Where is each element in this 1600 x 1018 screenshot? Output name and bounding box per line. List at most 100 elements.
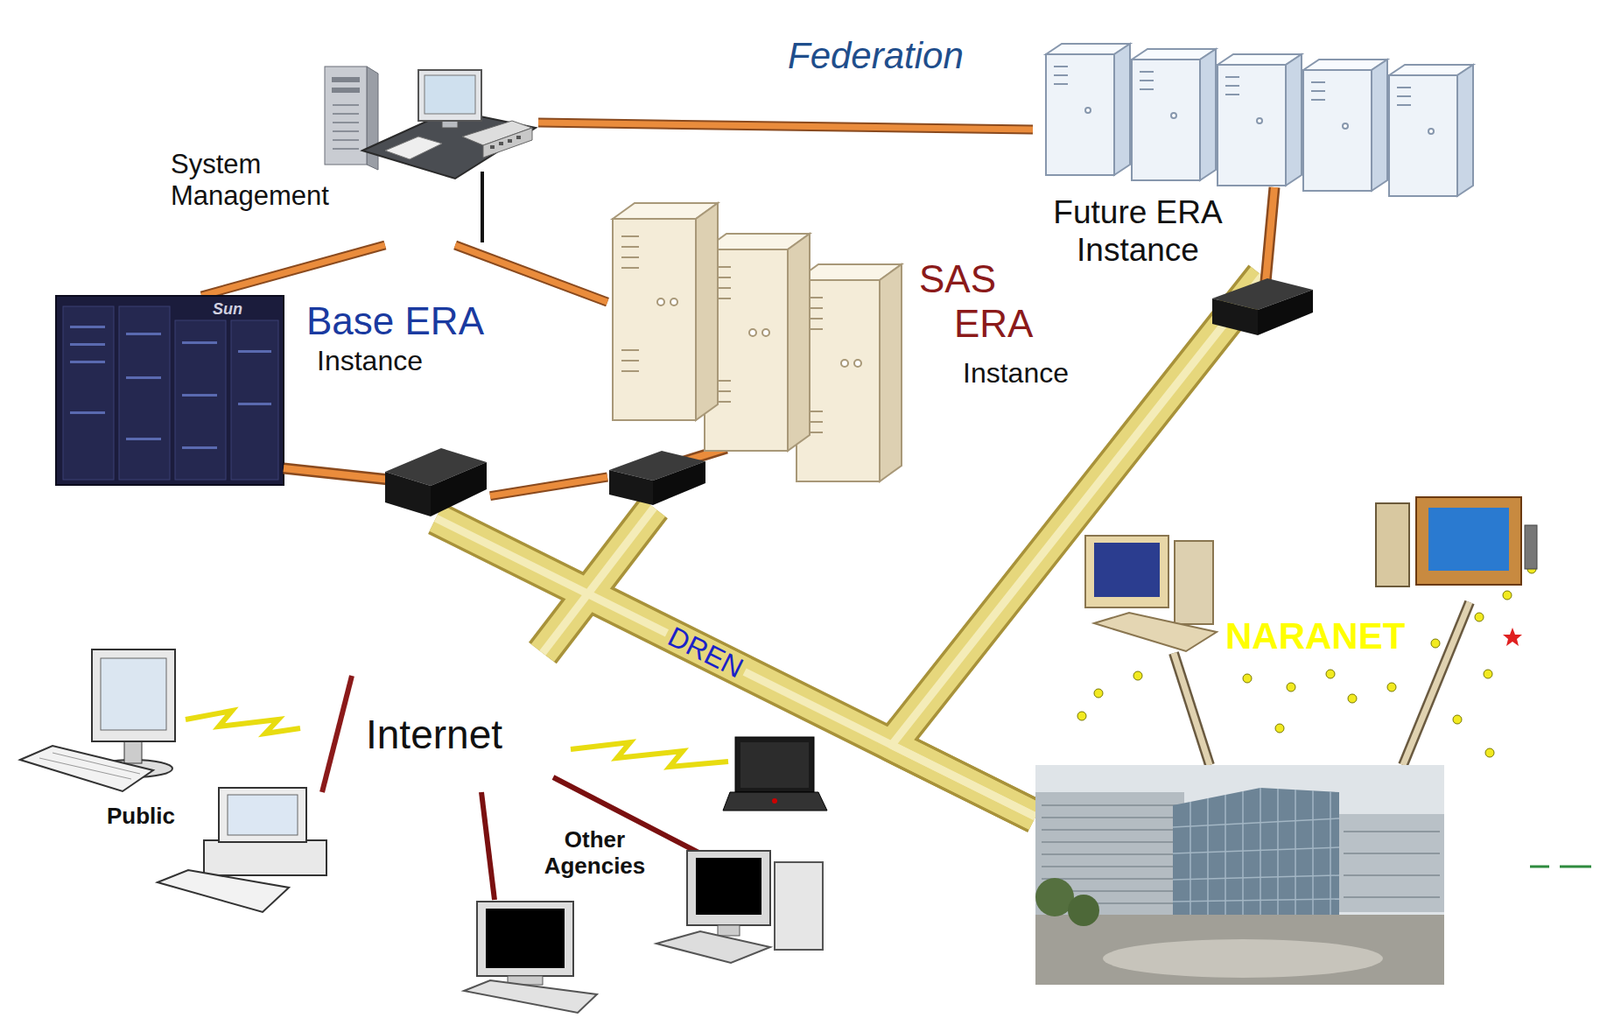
server-rack	[182, 393, 218, 397]
headquarters-building	[1172, 847, 1340, 854]
instance-subtitle: Instance	[316, 344, 423, 378]
router-box	[1212, 298, 1258, 336]
headquarters-building	[1041, 877, 1182, 880]
site-dot	[1474, 612, 1484, 622]
server-cabinet	[1045, 54, 1115, 176]
server-cabinet	[1217, 64, 1286, 186]
agency-desktop	[774, 862, 823, 950]
cable-link	[455, 245, 608, 302]
internet-cloud: Internet	[295, 652, 572, 817]
group-label: Other Agencies	[535, 827, 654, 880]
headquarters-building	[1172, 898, 1340, 902]
server-cabinet	[1303, 70, 1372, 191]
workstation-icon	[332, 130, 359, 133]
server-rack	[238, 350, 272, 353]
workstation-icon	[324, 66, 536, 243]
workstation-icon	[324, 66, 367, 165]
server-cabinet	[621, 349, 639, 351]
headquarters-building	[1312, 790, 1314, 916]
headquarters-building	[1067, 894, 1100, 927]
federation-outline	[41, 4, 1551, 603]
cable-link	[1265, 187, 1275, 282]
us-map-outline	[1517, 503, 1523, 876]
cable-link	[201, 245, 386, 296]
site-dot	[1502, 590, 1512, 600]
headquarters-building	[1277, 788, 1279, 917]
headquarters-building	[1339, 814, 1445, 913]
network-tube	[891, 275, 1264, 817]
agency-laptop	[740, 742, 809, 788]
public-desktop	[218, 787, 307, 843]
site-computer	[1094, 542, 1160, 597]
server-rack	[70, 325, 106, 329]
headquarters-building	[1035, 764, 1445, 985]
headquarters-building	[1294, 789, 1297, 916]
agency-terminal	[485, 908, 565, 969]
router-box	[385, 278, 1313, 517]
decor-dash	[1529, 865, 1550, 869]
server-cabinet	[841, 359, 849, 367]
agency-desktop	[656, 850, 823, 963]
us-map-outline	[1037, 682, 1589, 688]
workstation-icon	[331, 77, 360, 83]
server-cabinet	[1171, 112, 1177, 119]
network-name: NARANET	[1225, 615, 1405, 658]
server-cabinet	[1085, 107, 1091, 113]
headquarters-building	[1035, 914, 1445, 985]
group-label: Public	[106, 803, 176, 830]
site-dot	[1452, 715, 1462, 724]
server-rack	[63, 306, 114, 480]
decor-dash	[1529, 865, 1592, 869]
cloud-label: Internet	[365, 711, 503, 758]
agency-laptop	[735, 736, 815, 793]
public-monitor	[124, 740, 142, 764]
workstation-icon	[332, 121, 359, 124]
us-map-outline	[1097, 503, 1103, 876]
us-map-outline	[1216, 503, 1224, 876]
public-monitor	[100, 658, 167, 730]
server-cabinet	[1256, 118, 1263, 124]
router-box	[1257, 289, 1313, 336]
us-map-outline	[1037, 761, 1589, 767]
headquarters-building	[1041, 804, 1182, 807]
instance-title: SAS ERA	[919, 257, 1046, 346]
server-cabinet	[670, 298, 678, 306]
agency-terminal	[477, 901, 574, 976]
future-era-instance: Future ERA Instance	[1032, 42, 1480, 276]
server-rack	[56, 295, 284, 485]
server-rack	[126, 332, 162, 336]
workstation-icon	[480, 171, 485, 243]
site-computer	[1085, 535, 1169, 608]
us-map-outline	[1342, 503, 1348, 876]
site-dot	[1485, 748, 1495, 758]
workstation-icon	[424, 75, 476, 114]
headquarters-building	[1343, 830, 1440, 833]
headquarters-building	[1224, 794, 1227, 918]
headquarters-building	[1172, 787, 1340, 919]
us-map-outline	[1037, 801, 1589, 806]
server-cabinet	[1396, 95, 1411, 98]
public-desktop	[227, 794, 298, 836]
headquarters-building	[1041, 865, 1182, 868]
server-cabinet	[1053, 83, 1068, 85]
router-box	[652, 461, 706, 506]
cable-link	[1265, 187, 1275, 282]
server-cabinet	[854, 359, 862, 367]
agency-desktop	[717, 925, 740, 936]
headquarters-building	[1329, 791, 1332, 915]
site-computer	[1524, 525, 1537, 569]
workstation-icon	[483, 127, 533, 158]
server-cabinet	[1131, 59, 1200, 181]
headquarters-building	[1035, 764, 1445, 985]
workstation-icon	[516, 135, 521, 140]
site-dot	[1094, 688, 1103, 698]
site-dot	[1326, 669, 1335, 679]
workstation-icon	[418, 70, 482, 121]
lightning-link	[570, 742, 729, 767]
public-monitor	[91, 649, 176, 742]
server-rack	[175, 320, 226, 480]
federation-outline	[42, 6, 1550, 601]
site-computer	[1174, 540, 1214, 625]
server-cabinet	[1371, 59, 1388, 191]
